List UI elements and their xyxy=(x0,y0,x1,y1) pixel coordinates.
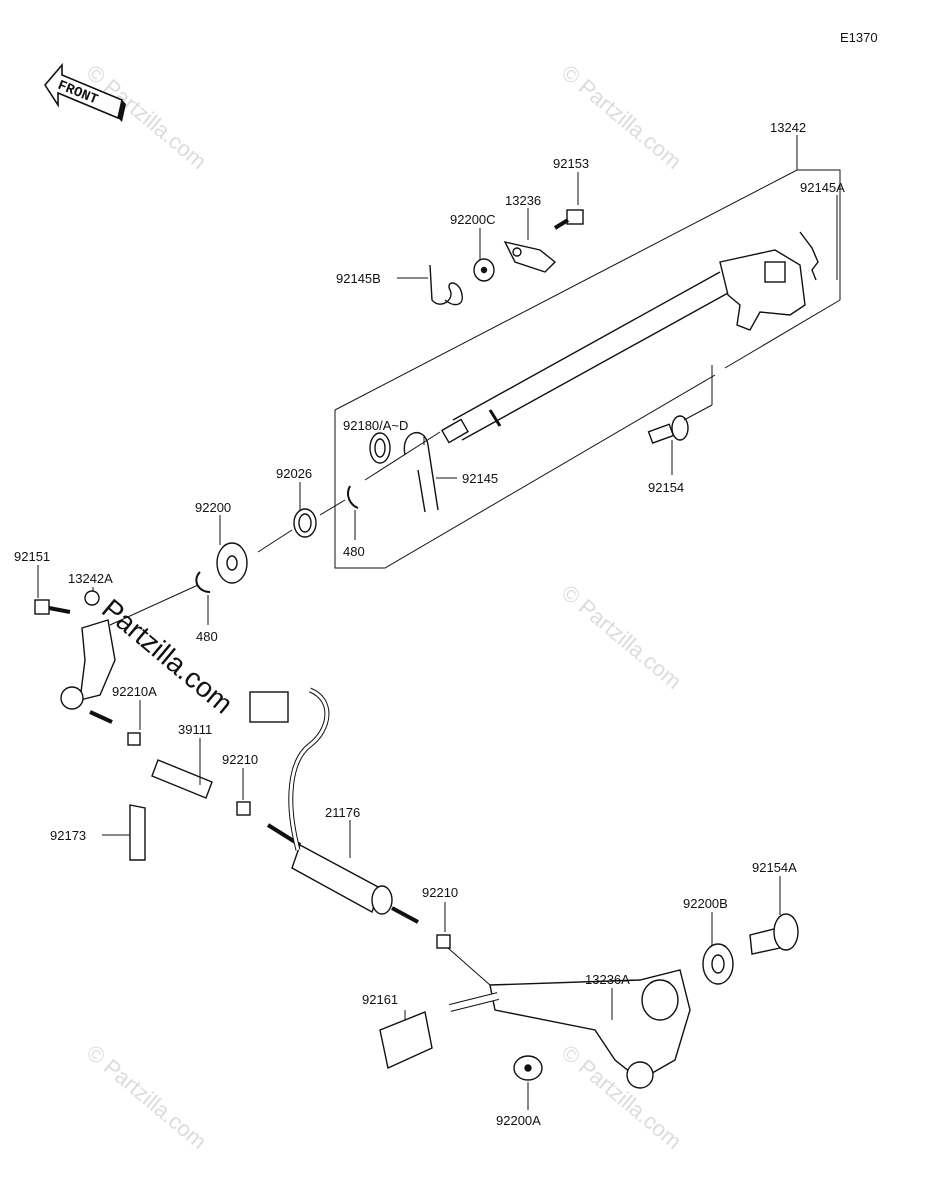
shift-shaft xyxy=(441,249,806,444)
part-label-92145: 92145 xyxy=(462,471,498,486)
part-label-92210-lower: 92210 xyxy=(422,885,458,900)
part-label-92173: 92173 xyxy=(50,828,86,843)
partzilla-logo: Partzilla.com xyxy=(96,593,239,720)
part-label-92210-upper: 92210 xyxy=(222,752,258,767)
part-label-92200: 92200 xyxy=(195,500,231,515)
part-label-92145B: 92145B xyxy=(336,271,381,286)
part-label-92026: 92026 xyxy=(276,466,312,481)
part-label-92145A: 92145A xyxy=(800,180,845,195)
watermark: © Partzilla.com xyxy=(82,60,212,174)
diagram-code: E1370 xyxy=(840,30,878,45)
part-label-480-lower: 480 xyxy=(196,629,218,644)
part-label-39111: 39111 xyxy=(178,722,212,737)
part-label-13242A: 13242A xyxy=(68,571,113,586)
part-label-92154: 92154 xyxy=(648,480,684,495)
part-label-13242: 13242 xyxy=(770,120,806,135)
part-label-92210A: 92210A xyxy=(112,684,157,699)
part-label-13236A: 13236A xyxy=(585,972,630,987)
part-labels: 13242 92153 13236 92200C 92145A 92145B 9… xyxy=(14,120,845,1128)
assembly-frame xyxy=(334,135,841,569)
watermark: © Partzilla.com xyxy=(557,580,687,694)
part-label-92180: 92180/A~D xyxy=(343,418,408,433)
part-label-92153: 92153 xyxy=(553,156,589,171)
part-label-92200B: 92200B xyxy=(683,896,728,911)
part-label-92154A: 92154A xyxy=(752,860,797,875)
parts-shapes xyxy=(34,209,819,1089)
part-label-92161: 92161 xyxy=(362,992,398,1007)
part-label-92151: 92151 xyxy=(14,549,50,564)
part-label-480-upper: 480 xyxy=(343,544,365,559)
leader-lines xyxy=(37,172,838,1110)
part-label-13236: 13236 xyxy=(505,193,541,208)
part-label-92200A: 92200A xyxy=(496,1113,541,1128)
part-label-21176: 21176 xyxy=(325,805,360,820)
part-label-92200C: 92200C xyxy=(450,212,496,227)
watermark: © Partzilla.com xyxy=(82,1040,212,1154)
